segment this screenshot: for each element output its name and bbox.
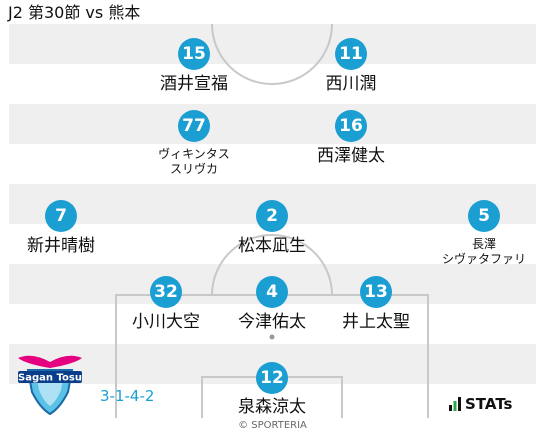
player-name: 井上太聖 — [342, 312, 410, 332]
pitch-stripe — [9, 24, 536, 64]
player-number-badge: 77 — [178, 110, 210, 142]
player-name: 西川潤 — [325, 74, 377, 94]
player-number-badge: 12 — [256, 362, 288, 394]
player-name: 泉森涼太 — [238, 397, 306, 417]
player-number-badge: 15 — [178, 38, 210, 70]
penalty-arc — [211, 234, 333, 296]
player-number-badge: 5 — [468, 200, 500, 232]
player-number-badge: 2 — [256, 200, 288, 232]
player-number-badge: 32 — [150, 276, 182, 308]
formation-label: 3-1-4-2 — [100, 387, 155, 405]
player-name: 西澤健太 — [317, 146, 385, 166]
player-name: 松本凪生 — [238, 236, 306, 256]
player-number-badge: 11 — [335, 38, 367, 70]
crest-text: Sagan Tosu — [18, 373, 82, 384]
stats-label: STATs — [465, 395, 513, 413]
credit: © SPORTERIA — [238, 420, 307, 431]
player-name: 小川大空 — [132, 312, 200, 332]
center-circle-arc — [211, 24, 333, 85]
stats-bars-icon — [449, 397, 461, 411]
page-title: J2 第30節 vs 熊本 — [8, 3, 141, 22]
player-number-badge: 4 — [256, 276, 288, 308]
player-number-badge: 7 — [45, 200, 77, 232]
sagan-tosu-crest-icon: Sagan Tosu — [18, 355, 82, 416]
player-name: 新井晴樹 — [27, 236, 95, 256]
penalty-spot — [269, 334, 275, 340]
player-number-badge: 13 — [360, 276, 392, 308]
player-name: ヴィキンタス スリヴカ — [158, 147, 230, 176]
pitch-stripe — [9, 104, 536, 144]
player-number-badge: 16 — [335, 110, 367, 142]
player-name: 今津佑太 — [238, 312, 306, 332]
stats-logo: STATs — [449, 395, 512, 413]
player-name: 長澤 シヴァタファリ — [441, 237, 526, 266]
player-name: 酒井宣福 — [160, 74, 228, 94]
